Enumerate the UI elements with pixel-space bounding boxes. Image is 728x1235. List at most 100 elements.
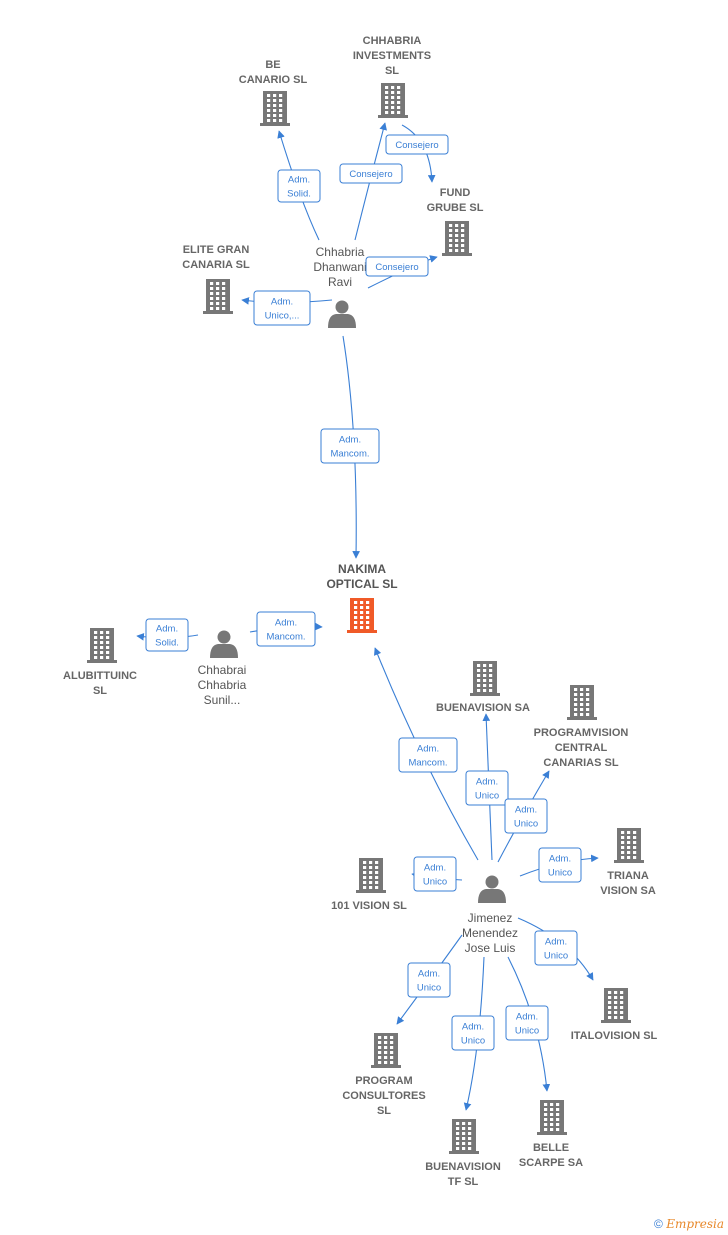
edge-label-jose-progc[interactable]: Adm. Unico: [407, 962, 451, 998]
edge-label-line: Mancom.: [266, 632, 305, 643]
edge-label-ravi-chhinv[interactable]: Consejero: [339, 163, 403, 184]
company-icon-italo[interactable]: [601, 988, 631, 1023]
company-label-progv-line: CANARIAS SL: [543, 757, 618, 769]
edge-label-line: Adm.: [418, 969, 440, 980]
edge-label-chhinv-fund[interactable]: Consejero: [385, 134, 449, 155]
edge-label-text: Adm.Mancom.: [330, 435, 369, 460]
company-label-belle-line: SCARPE SA: [519, 1157, 583, 1169]
person-label-ravi-line: Ravi: [328, 275, 352, 289]
company-label-alub-line: SL: [93, 685, 107, 697]
edge-label-text: Adm. Solid.: [155, 624, 179, 649]
person-icon-jose[interactable]: [478, 875, 506, 904]
edge-label-jose-belle[interactable]: Adm. Unico: [505, 1005, 549, 1041]
company-label-progc-line: PROGRAM: [355, 1075, 412, 1087]
company-icon-triana[interactable]: [614, 828, 644, 863]
company-icon-fund[interactable]: [442, 221, 472, 256]
company-icon-nakima[interactable]: [347, 598, 377, 633]
footer-brand: © Empresia: [654, 1217, 724, 1231]
edge-label-text: Adm.Unico: [544, 937, 568, 962]
edge-label-ravi-elite[interactable]: Adm. Unico,...: [253, 290, 311, 326]
company-icon-chhinv[interactable]: [378, 83, 408, 118]
edge-label-jose-triana[interactable]: Adm.Unico: [538, 847, 582, 883]
edge-label-text: Adm.Unico: [514, 805, 538, 830]
edge-label-jose-nakima[interactable]: Adm.Mancom.: [398, 737, 458, 773]
person-label-jose-line: Jose Luis: [465, 941, 516, 955]
person-label-sunil-line: Chhabrai: [198, 663, 247, 677]
company-label-buena: BUENAVISION SA: [436, 702, 530, 714]
company-label-alub-line: ALUBITTUINC: [63, 670, 137, 682]
edge-label-line: Adm.: [476, 777, 498, 788]
edge-label-jose-italo[interactable]: Adm.Unico: [534, 930, 578, 966]
company-label-belle-line: BELLE: [533, 1142, 569, 1154]
company-label-chhinv-line: INVESTMENTS: [353, 50, 431, 62]
company-icon-elite[interactable]: [203, 279, 233, 314]
edge-label-ravi-be[interactable]: Adm.Solid.: [277, 169, 321, 203]
company-label-alub: ALUBITTUINC SL: [63, 670, 137, 697]
company-label-be-line: BE: [265, 59, 280, 71]
edge-label-line: Unico: [548, 868, 572, 879]
person-label-jose-line: Menendez: [462, 926, 518, 940]
person-label-jose-line: Jimenez: [468, 911, 513, 925]
company-label-progv-line: CENTRAL: [555, 742, 608, 754]
edge-label-jose-buena[interactable]: Adm. Unico: [465, 770, 509, 806]
company-icon-buenatf[interactable]: [449, 1119, 479, 1154]
company-label-progv: PROGRAMVISION CENTRAL CANARIAS SL: [534, 727, 629, 769]
edge-label-text: Adm.Mancom.: [408, 744, 447, 769]
edge-label-ravi-fund[interactable]: Consejero: [365, 256, 429, 277]
person-label-sunil-line: Chhabria: [198, 678, 247, 692]
copyright-icon: ©: [654, 1217, 663, 1231]
company-label-buenatf-line: BUENAVISION: [425, 1161, 501, 1173]
company-label-elite-line: CANARIA SL: [182, 259, 250, 271]
edge-label-text: Consejero: [395, 140, 438, 151]
edge-label-line: Unico: [544, 951, 568, 962]
company-label-be-line: CANARIO SL: [239, 74, 308, 86]
company-label-progc-line: SL: [377, 1105, 391, 1117]
edge-label-line: Unico: [475, 791, 499, 802]
company-icon-be[interactable]: [260, 91, 290, 126]
company-label-nakima-line: OPTICAL SL: [326, 577, 397, 591]
company-icon-alub[interactable]: [87, 628, 117, 663]
edge-label-text: Consejero: [375, 262, 418, 273]
edge-label-jose-buenatf[interactable]: Adm.Unico: [451, 1015, 495, 1051]
company-icon-progc[interactable]: [371, 1033, 401, 1068]
edge-label-line: Mancom.: [408, 758, 447, 769]
edge-label-line: Unico: [417, 983, 441, 994]
person-icon-sunil[interactable]: [210, 630, 238, 659]
company-label-progv-line: PROGRAMVISION: [534, 727, 629, 739]
edge-label-sunil-alub[interactable]: Adm. Solid.: [145, 618, 189, 652]
edge-label-line: Adm.: [156, 624, 178, 635]
company-label-belle: BELLE SCARPE SA: [519, 1142, 583, 1169]
edge-label-jose-v101[interactable]: Adm.Unico: [413, 856, 457, 892]
edge-label-text: Consejero: [349, 169, 392, 180]
company-icon-buena[interactable]: [470, 661, 500, 696]
edge-label-jose-progv[interactable]: Adm.Unico: [504, 798, 548, 834]
edge-label-line: Adm.: [516, 1012, 538, 1023]
company-icon-v101[interactable]: [356, 858, 386, 893]
edge-label-text: Adm.Unico: [423, 863, 447, 888]
company-label-italo-line: ITALOVISION SL: [571, 1030, 658, 1042]
edge-label-line: Adm.: [515, 805, 537, 816]
edge-label-ravi-nakima[interactable]: Adm.Mancom.: [320, 428, 380, 464]
company-label-italo: ITALOVISION SL: [571, 1030, 658, 1042]
edge-label-sunil-nakima[interactable]: Adm.Mancom.: [256, 611, 316, 647]
edge-label-line: Unico: [461, 1036, 485, 1047]
edge-label-line: Unico: [515, 1026, 539, 1037]
edge-label-line: Solid.: [155, 638, 179, 649]
edge-label-text: Adm.Unico: [548, 854, 572, 879]
brand-name[interactable]: Empresia: [666, 1217, 724, 1231]
company-icon-belle[interactable]: [537, 1100, 567, 1135]
company-label-fund-line: FUND: [440, 187, 471, 199]
person-icon-ravi[interactable]: [328, 300, 356, 329]
company-label-triana-line: VISION SA: [600, 885, 656, 897]
company-label-v101-line: 101 VISION SL: [331, 900, 407, 912]
company-icon-progv[interactable]: [567, 685, 597, 720]
edge-label-line: Consejero: [349, 169, 392, 180]
edge-label-line: Unico,...: [265, 311, 300, 322]
edge-label-line: Adm.: [424, 863, 446, 874]
edge-label-line: Consejero: [375, 262, 418, 273]
edge-label-line: Adm.: [271, 297, 293, 308]
